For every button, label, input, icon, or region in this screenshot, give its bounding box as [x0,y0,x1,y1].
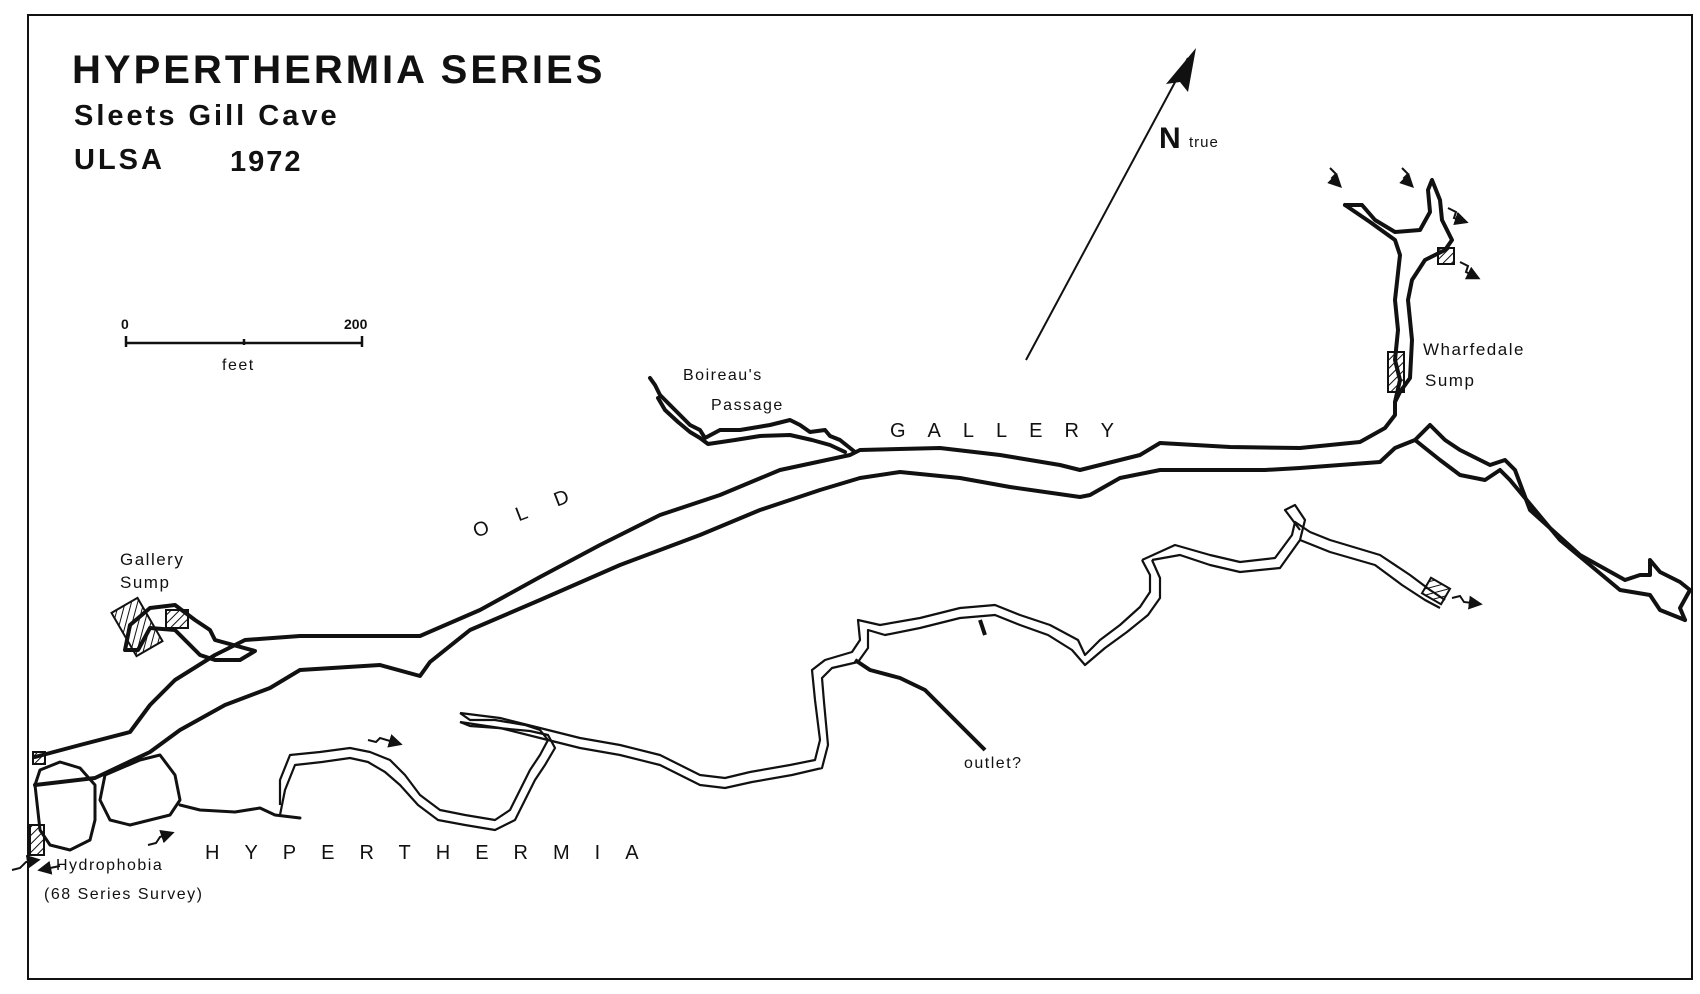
gallery-label: GALLERY [890,420,1136,442]
hyperthermia-passage-d [459,559,1162,790]
wharfedale-label-2: Sump [1425,371,1476,390]
gallery-sump-label-2: Sump [120,573,171,592]
survey-year: 1972 [230,146,303,178]
north-arrow-icon [1025,48,1196,361]
map-frame [27,14,1693,980]
scale-bar [124,336,364,347]
hydrophobia-label: Hydrophobia [56,857,164,874]
west-loop-outer [33,760,97,852]
gallery-sump-label-1: Gallery [120,550,185,569]
wharfedale-branch-right-wall [1343,178,1454,394]
outlet-passage [853,658,987,752]
scale-start-label: 0 [121,316,129,332]
west-loop-inner [98,753,182,827]
water-flow-arrow-icon [11,167,1483,875]
north-label: N [1159,122,1181,155]
boireaus-passage [648,376,857,454]
hyperthermia-passage-a [278,712,550,822]
series-survey-label: (68 Series Survey) [44,886,204,903]
hyperthermia-dead-end [978,619,987,636]
hyperthermia-label: HYPERTHERMIA [205,842,664,864]
wharfedale-label-1: Wharfedale [1423,340,1525,359]
boireaus-label-2: Passage [711,397,784,414]
map-title: HYPERTHERMIA SERIES [72,48,606,92]
hyperthermia-passage-g [1299,538,1441,609]
boireaus-label-1: Boireau's [683,367,763,384]
scale-end-label: 200 [344,316,368,332]
hyperthermia-passage-f [1141,520,1446,601]
hyperthermia-passage-e [1151,503,1307,574]
north-sub-label: true [1189,134,1219,151]
east-branch-upper-wall [1413,423,1692,622]
boireaus-passage-lower [656,396,847,454]
hydrophobia-connector [178,803,302,820]
survey-org: ULSA [74,144,165,176]
scale-unit-label: feet [222,357,255,374]
old-gallery-lower-wall [33,438,1687,787]
gallery-sump-wall [123,603,257,662]
hyperthermia-passage-c [459,559,1152,780]
outlet-label: outlet? [964,755,1023,772]
map-subtitle: Sleets Gill Cave [74,100,340,132]
old-gallery-upper-wall [33,390,1402,759]
hyperthermia-passage-b [278,720,557,832]
